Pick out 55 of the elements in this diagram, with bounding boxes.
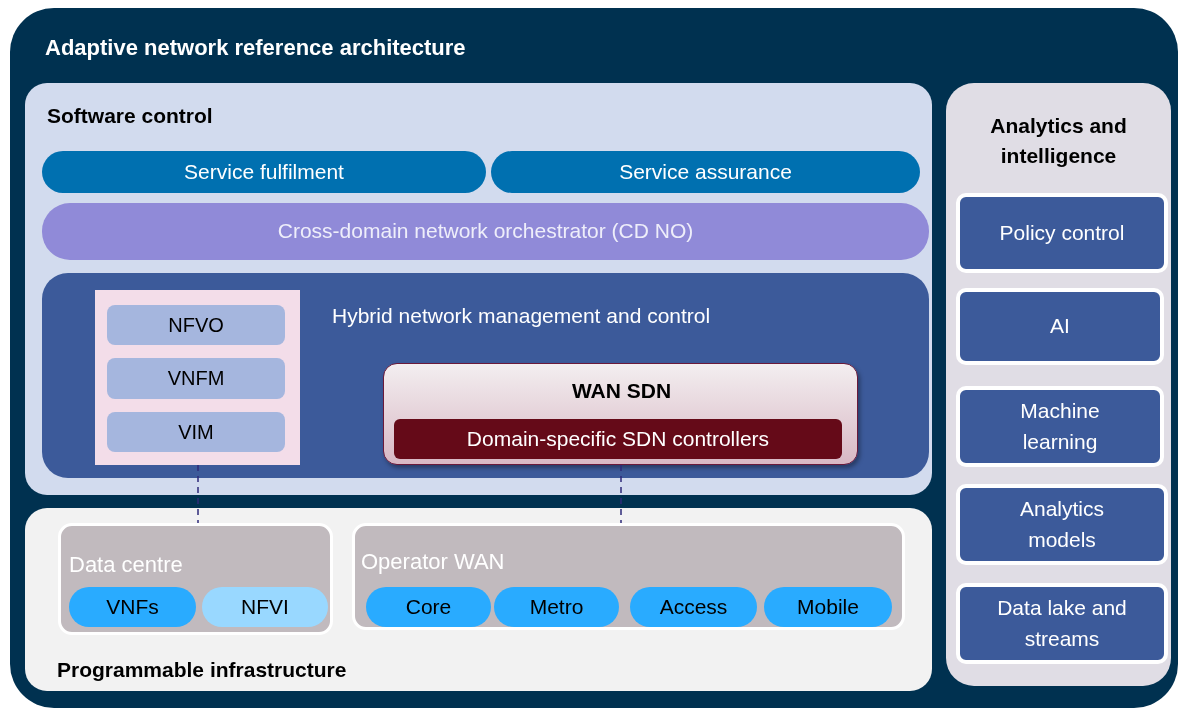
domain-pill xyxy=(494,587,619,627)
box-label: AI xyxy=(1049,313,1071,340)
section-panel xyxy=(25,508,932,691)
pill-label: Service fulfilment xyxy=(183,158,345,185)
pill-label: Metro xyxy=(528,593,585,620)
section-title: Programmable infrastructure xyxy=(57,657,347,683)
box-label: Policy control xyxy=(998,219,1126,246)
side-panel xyxy=(946,83,1171,686)
management-panel xyxy=(42,273,929,478)
panel-title: Hybrid network management and control xyxy=(332,303,711,329)
box-label: Analytics models xyxy=(1019,496,1105,553)
sdn-box xyxy=(383,363,858,465)
section-panel xyxy=(25,83,932,495)
domain-pill xyxy=(764,587,892,627)
box-label: VNFM xyxy=(166,366,226,391)
box-title: Operator WAN xyxy=(361,548,505,576)
domain-pill xyxy=(630,587,757,627)
domain-pill xyxy=(202,587,328,627)
section-title: Software control xyxy=(47,103,213,129)
box-title: WAN SDN xyxy=(570,378,673,404)
domain-pill xyxy=(366,587,491,627)
domain-box xyxy=(58,523,333,635)
function-box xyxy=(107,412,285,452)
capability-box xyxy=(956,193,1168,273)
connector-line xyxy=(620,464,622,524)
pill-label: Service assurance xyxy=(618,158,793,185)
service-pill xyxy=(491,151,920,193)
panel-title: Adaptive network reference architecture xyxy=(45,34,466,62)
box-label: Data lake and streams xyxy=(996,595,1128,652)
controller-bar xyxy=(394,419,842,459)
capability-box xyxy=(956,288,1164,365)
panel-title: Analytics and intelligence xyxy=(989,113,1128,170)
pill-label: Mobile xyxy=(796,593,860,620)
capability-box xyxy=(956,484,1168,565)
domain-box xyxy=(352,523,905,630)
domain-pill xyxy=(69,587,196,627)
function-box xyxy=(107,305,285,345)
pill-label: NFVI xyxy=(240,593,290,620)
band-label: Cross-domain network orchestrator (CD NO) xyxy=(276,218,695,245)
capability-box xyxy=(956,386,1164,467)
connector-line xyxy=(197,464,199,524)
box-label: NFVO xyxy=(167,312,225,338)
capability-box xyxy=(956,583,1168,664)
group-box xyxy=(95,290,300,465)
outer-panel xyxy=(10,8,1178,708)
function-box xyxy=(107,358,285,399)
pill-label: Access xyxy=(658,593,729,620)
service-pill xyxy=(42,151,486,193)
box-label: Machine learning xyxy=(1019,398,1101,455)
bar-label: Domain-specific SDN controllers xyxy=(465,425,771,452)
orchestrator-band xyxy=(42,203,929,260)
pill-label: Core xyxy=(404,593,453,620)
pill-label: VNFs xyxy=(105,593,160,620)
box-label: VIM xyxy=(177,419,215,445)
box-title: Data centre xyxy=(69,551,183,579)
